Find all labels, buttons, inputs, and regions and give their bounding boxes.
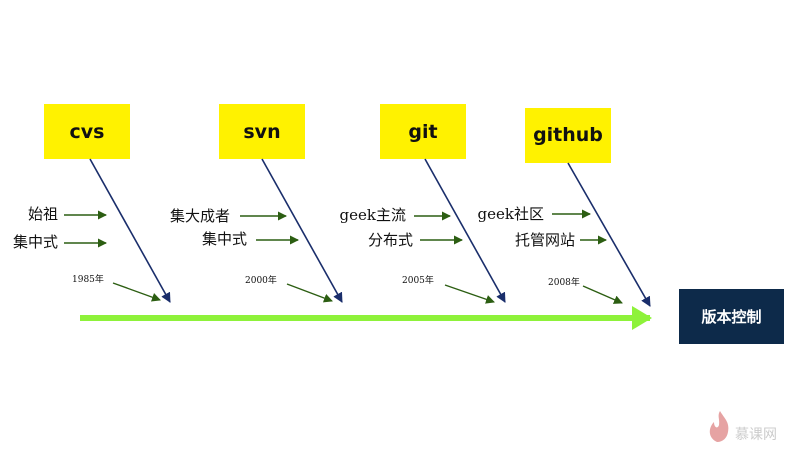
branch-box [219, 104, 305, 159]
branch-box [525, 108, 611, 163]
year-label: 2000年 [245, 274, 277, 286]
year-label: 2005年 [402, 274, 434, 286]
factor-label: 集中式 [13, 233, 58, 251]
branch-git: git geek主流 分布式 2005年 [340, 104, 506, 304]
branch-arrow [424, 158, 506, 303]
factor-label: 集中式 [202, 230, 247, 248]
factor-label: geek主流 [340, 206, 406, 224]
year-label: 1985年 [72, 273, 104, 285]
flame-icon [709, 411, 729, 442]
branch-box [44, 104, 130, 159]
branch-arrow [89, 158, 171, 303]
factor-label: geek社区 [478, 205, 544, 223]
factor-label: 集大成者 [170, 207, 230, 225]
branch-arrow [567, 162, 651, 307]
branch-arrow [261, 158, 343, 303]
year-arrow [582, 285, 623, 304]
watermark-text: 慕课网 [735, 427, 777, 443]
factor-label: 分布式 [368, 231, 413, 249]
year-arrow [112, 282, 161, 302]
branch-box [380, 104, 466, 159]
branch-label: cvs [70, 121, 105, 143]
branch-label: svn [243, 121, 280, 143]
branch-svn: svn 集大成者 集中式 2000年 [170, 104, 343, 303]
factor-label: 托管网站 [515, 231, 575, 249]
factor-label: 始祖 [28, 205, 58, 223]
watermark: 慕课网 [709, 411, 777, 443]
head-label: 版本控制 [701, 308, 761, 326]
branch-github: github geek社区 托管网站 2008年 [478, 108, 651, 307]
head-box: 版本控制 [679, 289, 784, 344]
year-arrow [444, 284, 495, 304]
year-arrow [286, 283, 333, 303]
year-label: 2008年 [548, 276, 580, 288]
branch-label: git [408, 121, 437, 143]
branch-cvs: cvs 始祖 集中式 1985年 [13, 104, 171, 303]
branch-label: github [533, 124, 603, 146]
